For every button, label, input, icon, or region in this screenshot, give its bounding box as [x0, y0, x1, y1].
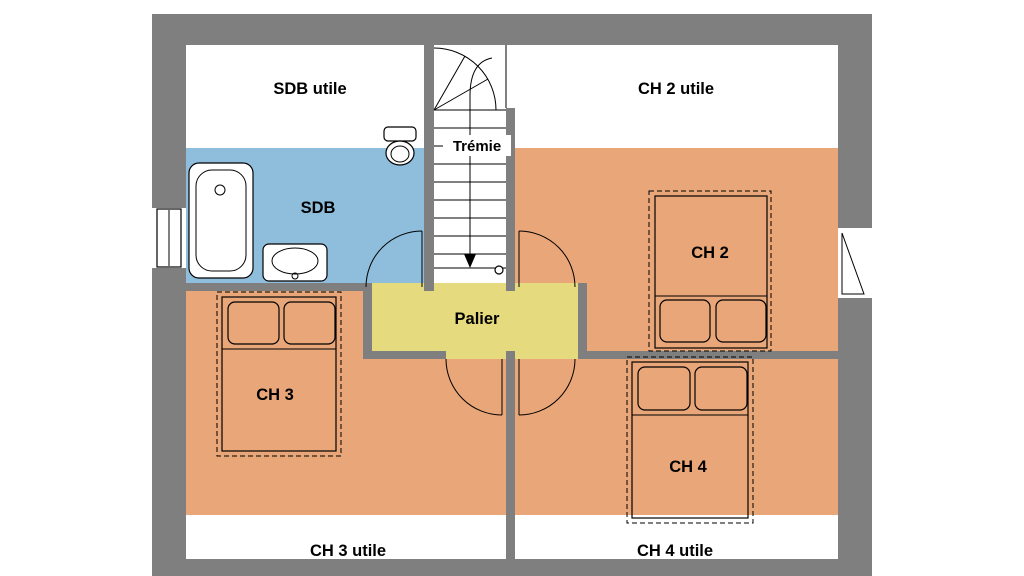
zone-bedrooms — [186, 148, 838, 515]
stair-newel-post — [494, 265, 504, 275]
wall-bottom — [152, 559, 872, 576]
sink-counter — [262, 243, 328, 282]
bed-ch2-pillow — [659, 299, 711, 343]
door-sdb-swing — [365, 230, 423, 288]
labels: SDB utile CH 2 utile Trémie SDB CH 2 Pal… — [256, 80, 729, 560]
wall-palier-right-stub — [578, 283, 587, 359]
bed-ch4-pillow — [694, 366, 748, 411]
label-sdb: SDB — [301, 199, 336, 217]
window-right — [841, 232, 865, 295]
stair-winder-tread — [433, 55, 466, 111]
window-right-swing — [841, 232, 865, 295]
bathtub-outer — [188, 162, 254, 279]
openings — [156, 208, 865, 295]
wall-left-upper — [152, 45, 186, 208]
label-tremie: Trémie — [453, 138, 501, 155]
door-ch3-swing — [445, 358, 503, 416]
bed-ch4-clearance — [626, 356, 754, 524]
bed-ch4-mattress — [631, 361, 749, 519]
wall-center-lower — [506, 351, 515, 559]
bed-ch3 — [216, 291, 342, 457]
stair-winder-tread — [433, 78, 489, 111]
wall-sdb-bottom — [186, 283, 372, 291]
wall-right-lower — [838, 298, 872, 559]
bed-ch2-clearance — [648, 190, 772, 352]
bed-ch4 — [626, 356, 754, 524]
bed-ch3-mattress — [221, 296, 337, 452]
floor-zones — [186, 45, 838, 515]
toilet — [383, 126, 417, 166]
wall-top — [152, 14, 872, 45]
stair-direction-arrow — [464, 254, 476, 268]
door-ch4 — [518, 358, 576, 416]
bed-ch3-pillow — [283, 301, 336, 345]
wall-palier-bottom-left — [372, 351, 446, 359]
walls — [152, 14, 872, 576]
label-ch3: CH 3 — [256, 386, 294, 404]
bed-ch2 — [648, 190, 772, 352]
label-ch4: CH 4 — [669, 458, 707, 476]
wall-center-upper — [506, 108, 515, 291]
door-sdb — [365, 230, 423, 288]
label-palier: Palier — [455, 310, 501, 328]
label-sdb-utile: SDB utile — [273, 80, 346, 98]
door-ch2 — [518, 230, 576, 288]
sink-tap — [291, 272, 299, 280]
stair-walk-line — [469, 57, 493, 256]
zone-ch4 — [515, 359, 838, 515]
toilet-bowl — [385, 140, 415, 166]
bathtub-drain — [214, 184, 226, 196]
door-ch3 — [445, 358, 503, 416]
wall-palier-left-stub — [363, 283, 372, 359]
bed-ch2-mattress — [654, 195, 768, 349]
bed-ch4-pillow — [637, 366, 691, 411]
bathtub — [188, 162, 254, 279]
door-ch4-swing — [518, 358, 576, 416]
bed-ch2-pillow — [715, 299, 767, 343]
label-ch2: CH 2 — [691, 244, 729, 262]
sink-basin — [271, 247, 319, 275]
bed-ch3-pillow — [227, 301, 280, 345]
label-ch4-utile: CH 4 utile — [637, 542, 713, 560]
tremie-label-bg — [443, 135, 511, 156]
wall-left-lower — [152, 268, 186, 559]
label-ch3-utile: CH 3 utile — [310, 542, 386, 560]
toilet-tank — [383, 126, 417, 142]
wall-ch2-ch4 — [587, 351, 838, 359]
window-left — [156, 208, 182, 268]
toilet-bowl-inner — [390, 145, 410, 163]
sink — [262, 243, 328, 282]
zone-palier — [363, 283, 587, 359]
wall-right-upper — [838, 45, 872, 228]
wall-stair-left — [424, 45, 434, 291]
bathtub-inner — [195, 169, 247, 272]
interior-doors — [365, 230, 576, 416]
label-ch2-utile: CH 2 utile — [638, 80, 714, 98]
door-ch2-swing — [518, 230, 576, 288]
